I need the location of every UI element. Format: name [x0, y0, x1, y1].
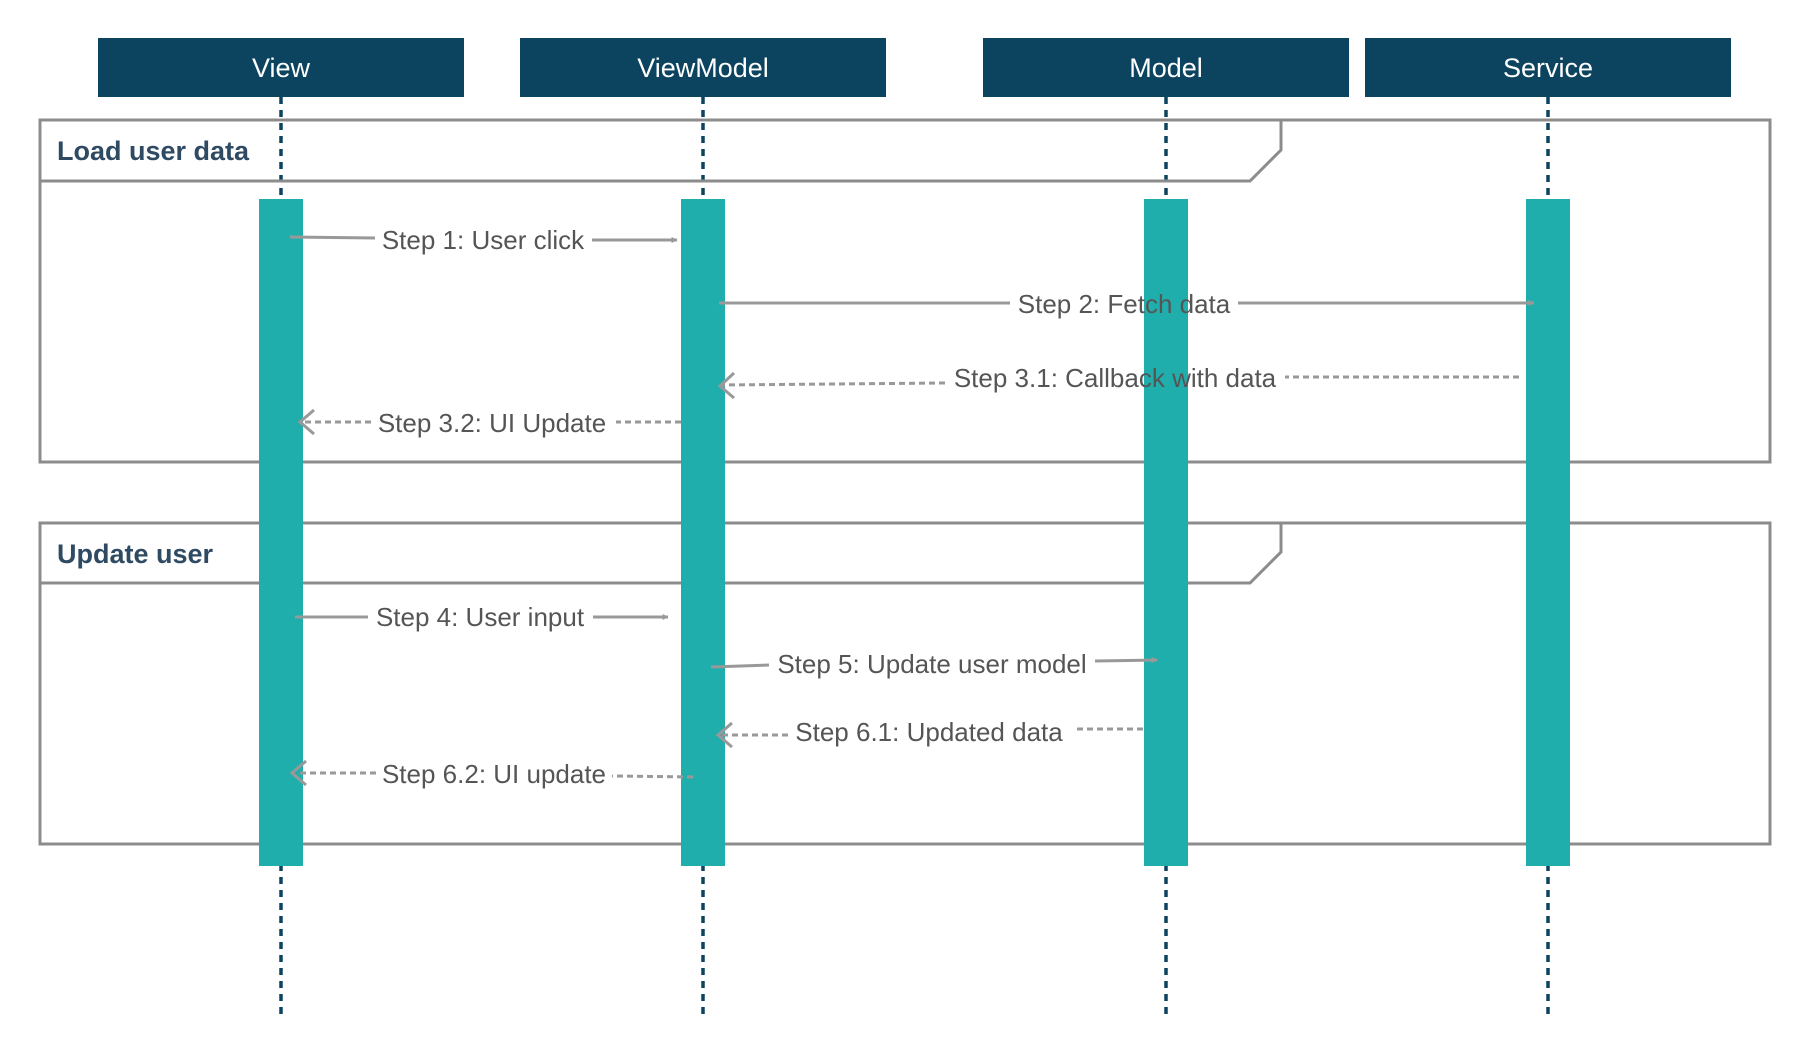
message-label: Step 3.1: Callback with data: [954, 363, 1277, 393]
participants: View ViewModel Model Service: [98, 38, 1731, 97]
participant-label: Model: [1129, 53, 1203, 83]
open-arrowhead: [717, 371, 736, 400]
message-label: Step 2: Fetch data: [1018, 289, 1231, 319]
participant-view: View: [98, 38, 464, 97]
activation-view: [259, 199, 303, 866]
fragment-label: Update user: [57, 539, 214, 569]
participant-box: [98, 38, 464, 97]
message-step-1: Step 1: User click: [289, 225, 678, 255]
open-arrowhead: [715, 721, 733, 749]
message-label: Step 3.2: UI Update: [378, 408, 606, 438]
participant-service: Service: [1365, 38, 1731, 97]
message-step-3-2: Step 3.2: UI Update: [297, 408, 681, 438]
participant-box: [520, 38, 886, 97]
message-step-3-1: Step 3.1: Callback with data: [717, 363, 1519, 400]
message-label: Step 1: User click: [382, 225, 585, 255]
message-step-2: Step 2: Fetch data: [719, 289, 1535, 319]
participant-label: Service: [1503, 53, 1593, 83]
activations: [259, 199, 1570, 866]
open-arrowhead: [297, 408, 315, 436]
activation-service: [1526, 199, 1570, 866]
fragment-update-user: Update user: [38, 521, 1772, 846]
fragments: Load user data Update user: [38, 118, 1772, 846]
participant-model: Model: [983, 38, 1349, 97]
fragment-load-user-data: Load user data: [38, 118, 1772, 464]
message-step-4: Step 4: User input: [295, 602, 669, 632]
message-line: [289, 235, 376, 240]
activation-viewmodel: [681, 199, 725, 866]
messages: Step 1: User click Step 2: Fetch data St…: [289, 225, 1535, 789]
message-label: Step 5: Update user model: [777, 649, 1086, 679]
open-arrowhead: [289, 759, 307, 787]
message-step-5: Step 5: Update user model: [710, 649, 1158, 679]
fragment-tab: [40, 120, 1283, 183]
message-line: [721, 381, 946, 387]
fragment-frame: [38, 521, 1772, 846]
message-label: Step 6.1: Updated data: [795, 717, 1063, 747]
message-step-6-2: Step 6.2: UI update: [289, 759, 694, 789]
participant-viewmodel: ViewModel: [520, 38, 886, 97]
fragment-frame: [38, 118, 1772, 464]
participant-label: View: [252, 53, 311, 83]
fragment-tab: [40, 523, 1283, 585]
participant-box: [983, 38, 1349, 97]
activation-model: [1144, 199, 1188, 866]
message-line: [710, 663, 770, 669]
message-line: [611, 774, 694, 779]
message-label: Step 6.2: UI update: [382, 759, 606, 789]
message-step-6-1: Step 6.1: Updated data: [715, 717, 1143, 749]
participant-label: ViewModel: [637, 53, 769, 83]
message-line: [1094, 657, 1158, 664]
message-label: Step 4: User input: [376, 602, 585, 632]
participant-box: [1365, 38, 1731, 97]
fragment-label: Load user data: [57, 136, 250, 166]
